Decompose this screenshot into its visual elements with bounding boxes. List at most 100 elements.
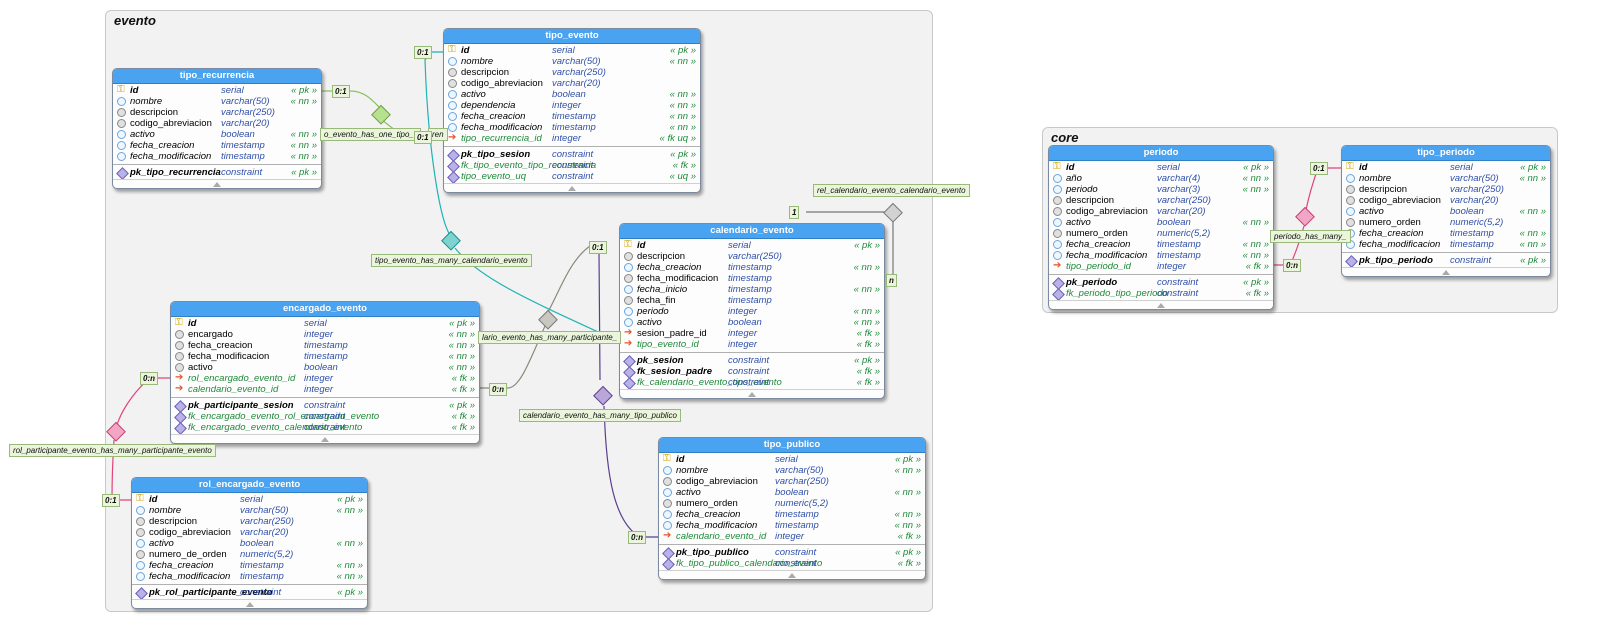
collapse-arrow-icon[interactable] <box>659 570 925 579</box>
collapse-arrow-icon[interactable] <box>444 183 700 192</box>
collapse-arrow-icon[interactable] <box>113 179 321 188</box>
relationship-label-rol-participante[interactable]: rol_participante_evento_has_many_partici… <box>9 444 216 457</box>
collapse-arrow-icon[interactable] <box>1049 300 1273 309</box>
relationship-label-calendario-self[interactable]: rel_calendario_evento_calendario_evento <box>813 184 970 197</box>
collapse-arrow-icon[interactable] <box>132 599 367 608</box>
relationship-label-tipo-recurrencia-tail[interactable]: ren <box>428 128 448 141</box>
relationship-label-periodo[interactable]: periodo_has_many_ <box>1270 230 1351 243</box>
relationship-label-tipo-evento-calendario[interactable]: tipo_evento_has_many_calendario_evento <box>371 254 532 267</box>
constraint-row[interactable]: fk_encargado_evento_rol_encargado_evento… <box>171 411 479 424</box>
collapse-arrow-icon[interactable] <box>620 389 884 398</box>
collapse-arrow-icon[interactable] <box>171 434 479 443</box>
relationship-label-calendario-participante[interactable]: lario_evento_has_many_participante_ <box>478 331 622 344</box>
collapse-arrow-icon[interactable] <box>1342 267 1550 276</box>
relationship-label-calendario-tipo-publico[interactable]: calendario_evento_has_many_tipo_publico <box>519 409 681 422</box>
